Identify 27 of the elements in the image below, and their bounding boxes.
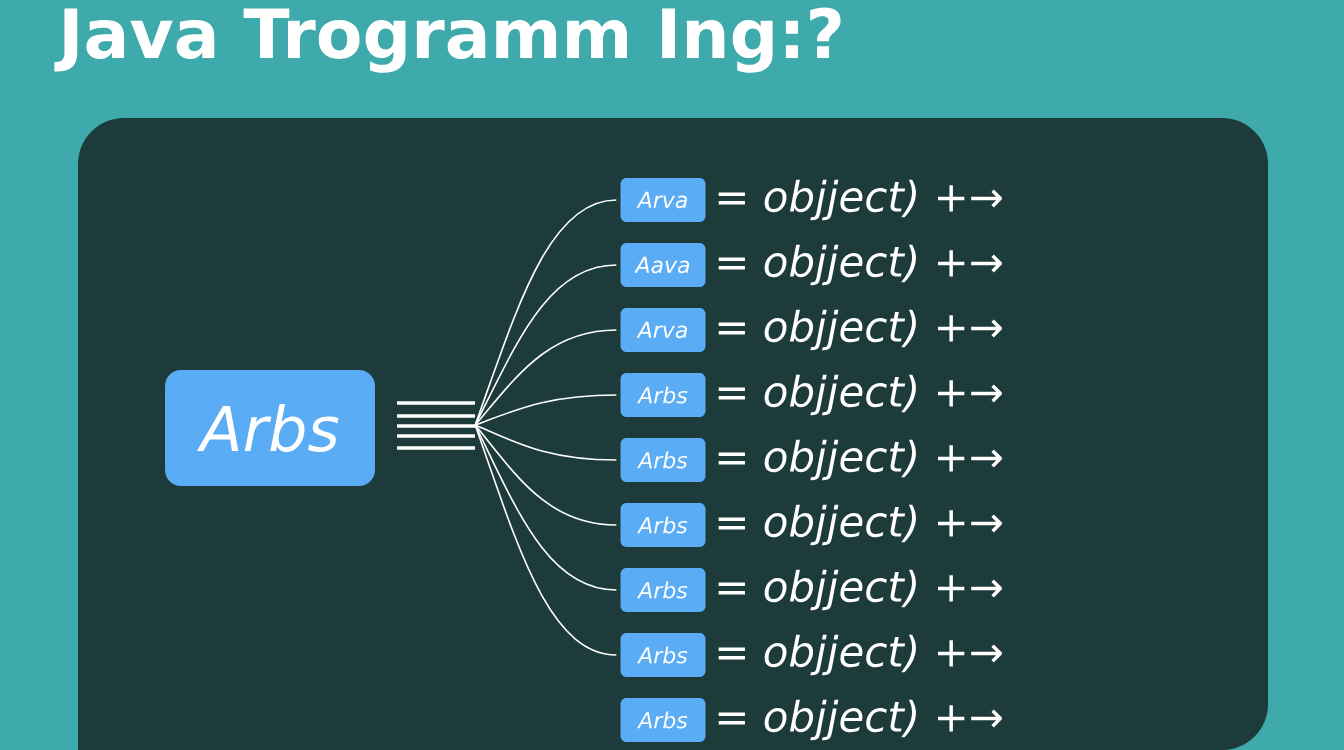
connector-curve: [474, 424, 618, 656]
code-text: = objject) +→: [718, 244, 1002, 286]
tag-box: Arbs: [620, 633, 706, 677]
code-text: = objject) +→: [718, 309, 1002, 351]
code-text: = objject) +→: [718, 634, 1002, 676]
tag-box: Arbs: [620, 503, 706, 547]
tag-box: Arbs: [620, 698, 706, 742]
code-text: = objject) +→: [718, 699, 1002, 741]
tag-box: Arbs: [620, 438, 706, 482]
connector-curve: [474, 329, 618, 426]
connector-curve: [474, 199, 618, 426]
connector-curve: [474, 424, 618, 526]
connector-curve: [474, 394, 618, 426]
tag-box: Arbs: [620, 568, 706, 612]
code-text: = objject) +→: [718, 569, 1002, 611]
code-text: = objject) +→: [718, 504, 1002, 546]
code-text: = objject) +→: [718, 439, 1002, 481]
label-box: Arbs: [165, 370, 375, 486]
tag-box: Arbs: [620, 373, 706, 417]
code-text: = objject) +→: [718, 374, 1002, 416]
tag-box: Arva: [620, 308, 706, 352]
tag-box: Arva: [620, 178, 706, 222]
line-stack: [397, 401, 475, 450]
tag-box: Aava: [620, 243, 706, 287]
code-text: = objject) +→: [718, 179, 1002, 221]
title: Java Trogramm Ing:?: [54, 7, 841, 73]
connector-curve: [474, 424, 618, 461]
